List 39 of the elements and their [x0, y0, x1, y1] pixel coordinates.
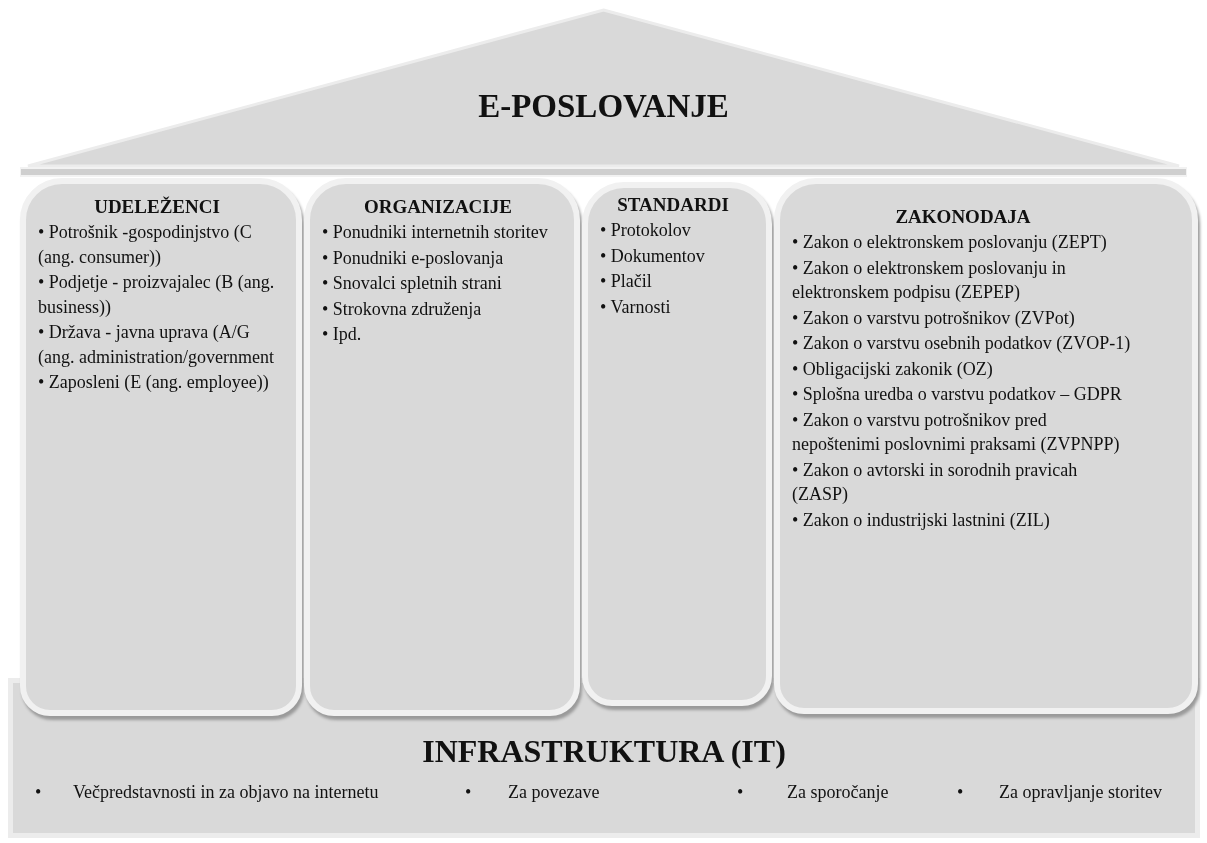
bullet-item: • Podjetje - proizvajalec (B (ang. business)): [38, 271, 276, 319]
pillar-panel: [774, 178, 1198, 714]
bullet-item: • Varnosti: [600, 295, 672, 319]
bullet-item: Večpredstavnosti in za objavo na internetu: [73, 782, 379, 803]
bullet: •: [35, 782, 42, 803]
bullet-item: • Potrošnik -gospodinjstvo (C (ang. consumer)): [38, 221, 253, 269]
bullet-item: • Država - javna uprava (A/G (ang. administration/government: [38, 321, 275, 369]
bullet-item: • Ipd.: [322, 323, 363, 346]
heading: ZAKONODAJA: [894, 206, 1032, 228]
bullet-item: • Protokolov: [600, 219, 692, 242]
bullet-item: • Zakon o varstvu potrošnikov (ZVPot): [792, 306, 1076, 330]
bullet-item: • Plačil: [600, 270, 653, 293]
bullet-item: • Splošna uredba o varstvu podatkov – GDPR: [792, 383, 1123, 406]
bullet-item: • Ponudniki e-poslovanja: [322, 246, 505, 270]
bullet-item: • Zakon o elektronskem poslovanju (ZEPT): [792, 231, 1108, 254]
pillar-panel: [304, 178, 580, 716]
bullet: •: [737, 782, 744, 803]
bullet-item: • Zakon o industrijski lastnini (ZIL): [792, 508, 1051, 532]
bullet-item: • Snovalci spletnih strani: [322, 272, 503, 295]
bullet-item: • Zakon o avtorski in sorodnih pravicah (ZASP): [792, 458, 1079, 506]
bullet-item: • Obligacijski zakonik (OZ): [792, 357, 994, 381]
pillar-panel: [582, 182, 772, 706]
bullet-item: Za opravljanje storitev: [999, 782, 1162, 803]
heading: UDELEŽENCI: [93, 196, 221, 218]
heading: ORGANIZACIJE: [363, 196, 513, 218]
bullet-item: • Dokumentov: [600, 244, 706, 268]
bullet-item: Za sporočanje: [787, 782, 889, 803]
bullet: •: [465, 782, 472, 803]
bullet-item: • Strokovna združenja: [322, 297, 483, 321]
pillar-panel: [20, 178, 302, 716]
bullet-item: Za povezave: [508, 782, 600, 803]
bullet-item: • Zakon o varstvu potrošnikov pred nepoštenimi poslovnimi praksami (ZVPNPP): [792, 408, 1121, 456]
bullet-item: • Zakon o elektronskem poslovanju in elektronskem podpisu (ZEPEP): [792, 256, 1067, 304]
heading: INFRASTRUKTURA (IT): [421, 733, 787, 770]
heading: STANDARDI: [616, 194, 730, 216]
bullet-item: • Zaposleni (E (ang. employee)): [38, 371, 270, 394]
bullet: •: [957, 782, 964, 803]
bullet-item: • Zakon o varstvu osebnih podatkov (ZVOP-1): [792, 332, 1132, 355]
bullet-item: • Ponudniki internetnih storitev: [322, 221, 549, 244]
